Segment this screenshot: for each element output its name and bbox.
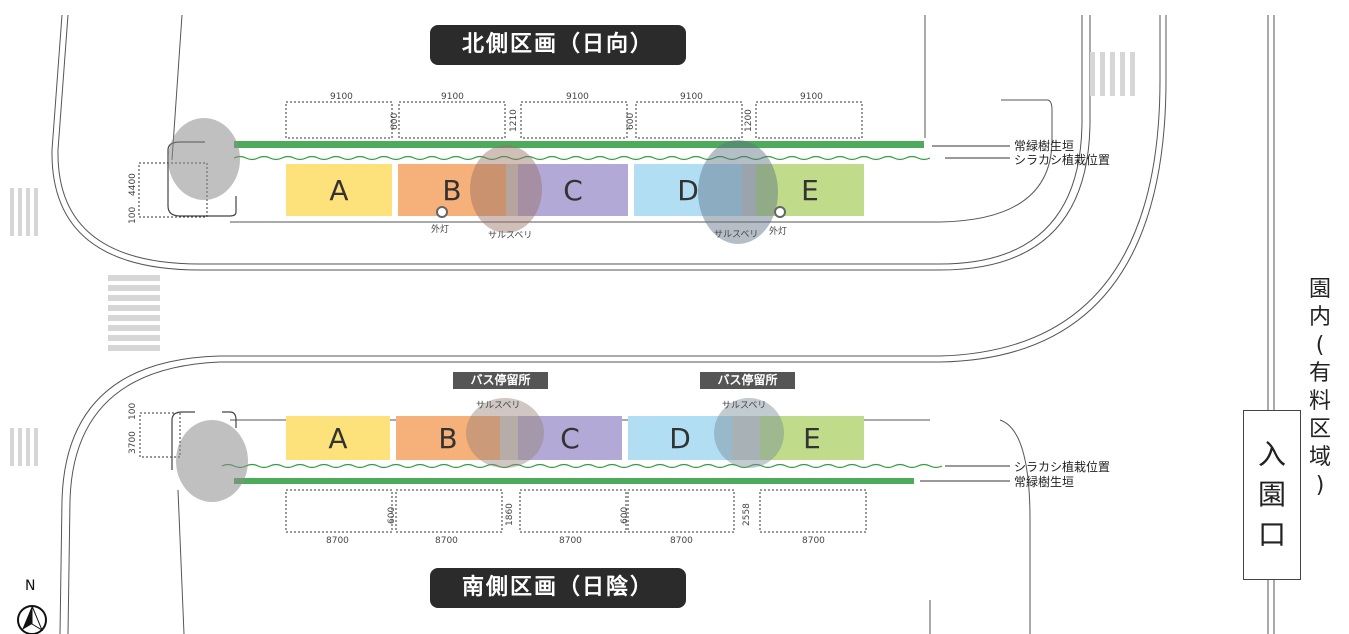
north-hedge-label: 常緑樹生垣 xyxy=(1014,139,1075,153)
south-stall-e: E xyxy=(760,416,864,460)
south-width-5: 8700 xyxy=(802,536,825,546)
entrance-char-3: 口 xyxy=(1257,518,1286,551)
north-stall-a: A xyxy=(286,164,392,216)
north-width-1: 9100 xyxy=(330,92,353,102)
south-left-tree xyxy=(176,420,248,502)
north-stall-b: B xyxy=(398,164,506,216)
north-lamp-label-1: 外灯 xyxy=(431,225,450,235)
south-stall-c: C xyxy=(518,416,622,460)
south-gap-2 xyxy=(732,416,760,460)
north-gap-2 xyxy=(742,164,756,216)
south-tree-label-1: サルスベリ xyxy=(476,401,521,411)
north-crape-myrtle-1 xyxy=(470,145,542,233)
entrance-char-1: 入 xyxy=(1257,438,1286,471)
south-oak-label: シラカシ植栽位置 xyxy=(1014,460,1111,474)
south-crape-myrtle-2 xyxy=(714,398,784,468)
south-hedge-label: 常緑樹生垣 xyxy=(1014,475,1075,489)
north-section-title: 北側区画（日向） xyxy=(430,25,686,65)
north-depth-3: 600 xyxy=(626,112,636,130)
north-depth-1: 600 xyxy=(390,112,400,130)
north-lamp-1 xyxy=(436,206,448,218)
north-width-5: 9100 xyxy=(800,92,823,102)
south-gap-1 xyxy=(500,416,518,460)
north-stall-c: C xyxy=(518,164,628,216)
north-stall-d: D xyxy=(634,164,742,216)
south-width-2: 8700 xyxy=(435,536,458,546)
north-gap-1 xyxy=(506,164,518,216)
south-width-4: 8700 xyxy=(670,536,693,546)
south-stall-d: D xyxy=(628,416,732,460)
north-stall-e: E xyxy=(756,164,864,216)
north-width-2: 9100 xyxy=(441,92,464,102)
south-side-dim-1: 100 xyxy=(128,402,138,420)
south-width-3: 8700 xyxy=(559,536,582,546)
north-side-dim-2: 100 xyxy=(128,206,138,224)
north-lamp-2 xyxy=(774,206,786,218)
south-depth-4: 2558 xyxy=(742,503,752,526)
north-depth-4: 1200 xyxy=(744,109,754,132)
north-lamp-label-2: 外灯 xyxy=(769,227,788,237)
entrance-box: 入 園 口 xyxy=(1243,410,1301,580)
south-side-dim-2: 3700 xyxy=(128,431,138,454)
south-tree-label-2: サルスベリ xyxy=(722,401,767,411)
north-width-3: 9100 xyxy=(566,92,589,102)
paid-area-label: 園 内 ( 有 料 区 域 ) xyxy=(1308,277,1331,498)
entrance-char-2: 園 xyxy=(1257,478,1286,511)
south-width-1: 8700 xyxy=(326,536,349,546)
south-stall-b: B xyxy=(396,416,500,460)
north-crape-myrtle-2 xyxy=(698,140,778,244)
north-width-4: 9100 xyxy=(680,92,703,102)
north-depth-2: 1210 xyxy=(509,109,519,132)
north-left-tree xyxy=(168,118,240,200)
south-section-title: 南側区画（日陰） xyxy=(430,568,686,608)
south-depth-3: 600 xyxy=(620,506,630,524)
north-side-dim-1: 4400 xyxy=(128,173,138,196)
north-tree-label-2: サルスベリ xyxy=(714,230,759,240)
compass-n-label: N xyxy=(25,578,36,594)
south-crape-myrtle-1 xyxy=(466,398,544,468)
south-depth-1: 600 xyxy=(387,506,397,524)
south-stall-a: A xyxy=(286,416,390,460)
north-oak-label: シラカシ植栽位置 xyxy=(1014,153,1111,167)
south-depth-2: 1860 xyxy=(505,503,515,526)
north-tree-label-1: サルスベリ xyxy=(488,231,533,241)
south-bus-stop-2: バス停留所 xyxy=(700,372,795,389)
south-bus-stop-1: バス停留所 xyxy=(453,372,548,389)
